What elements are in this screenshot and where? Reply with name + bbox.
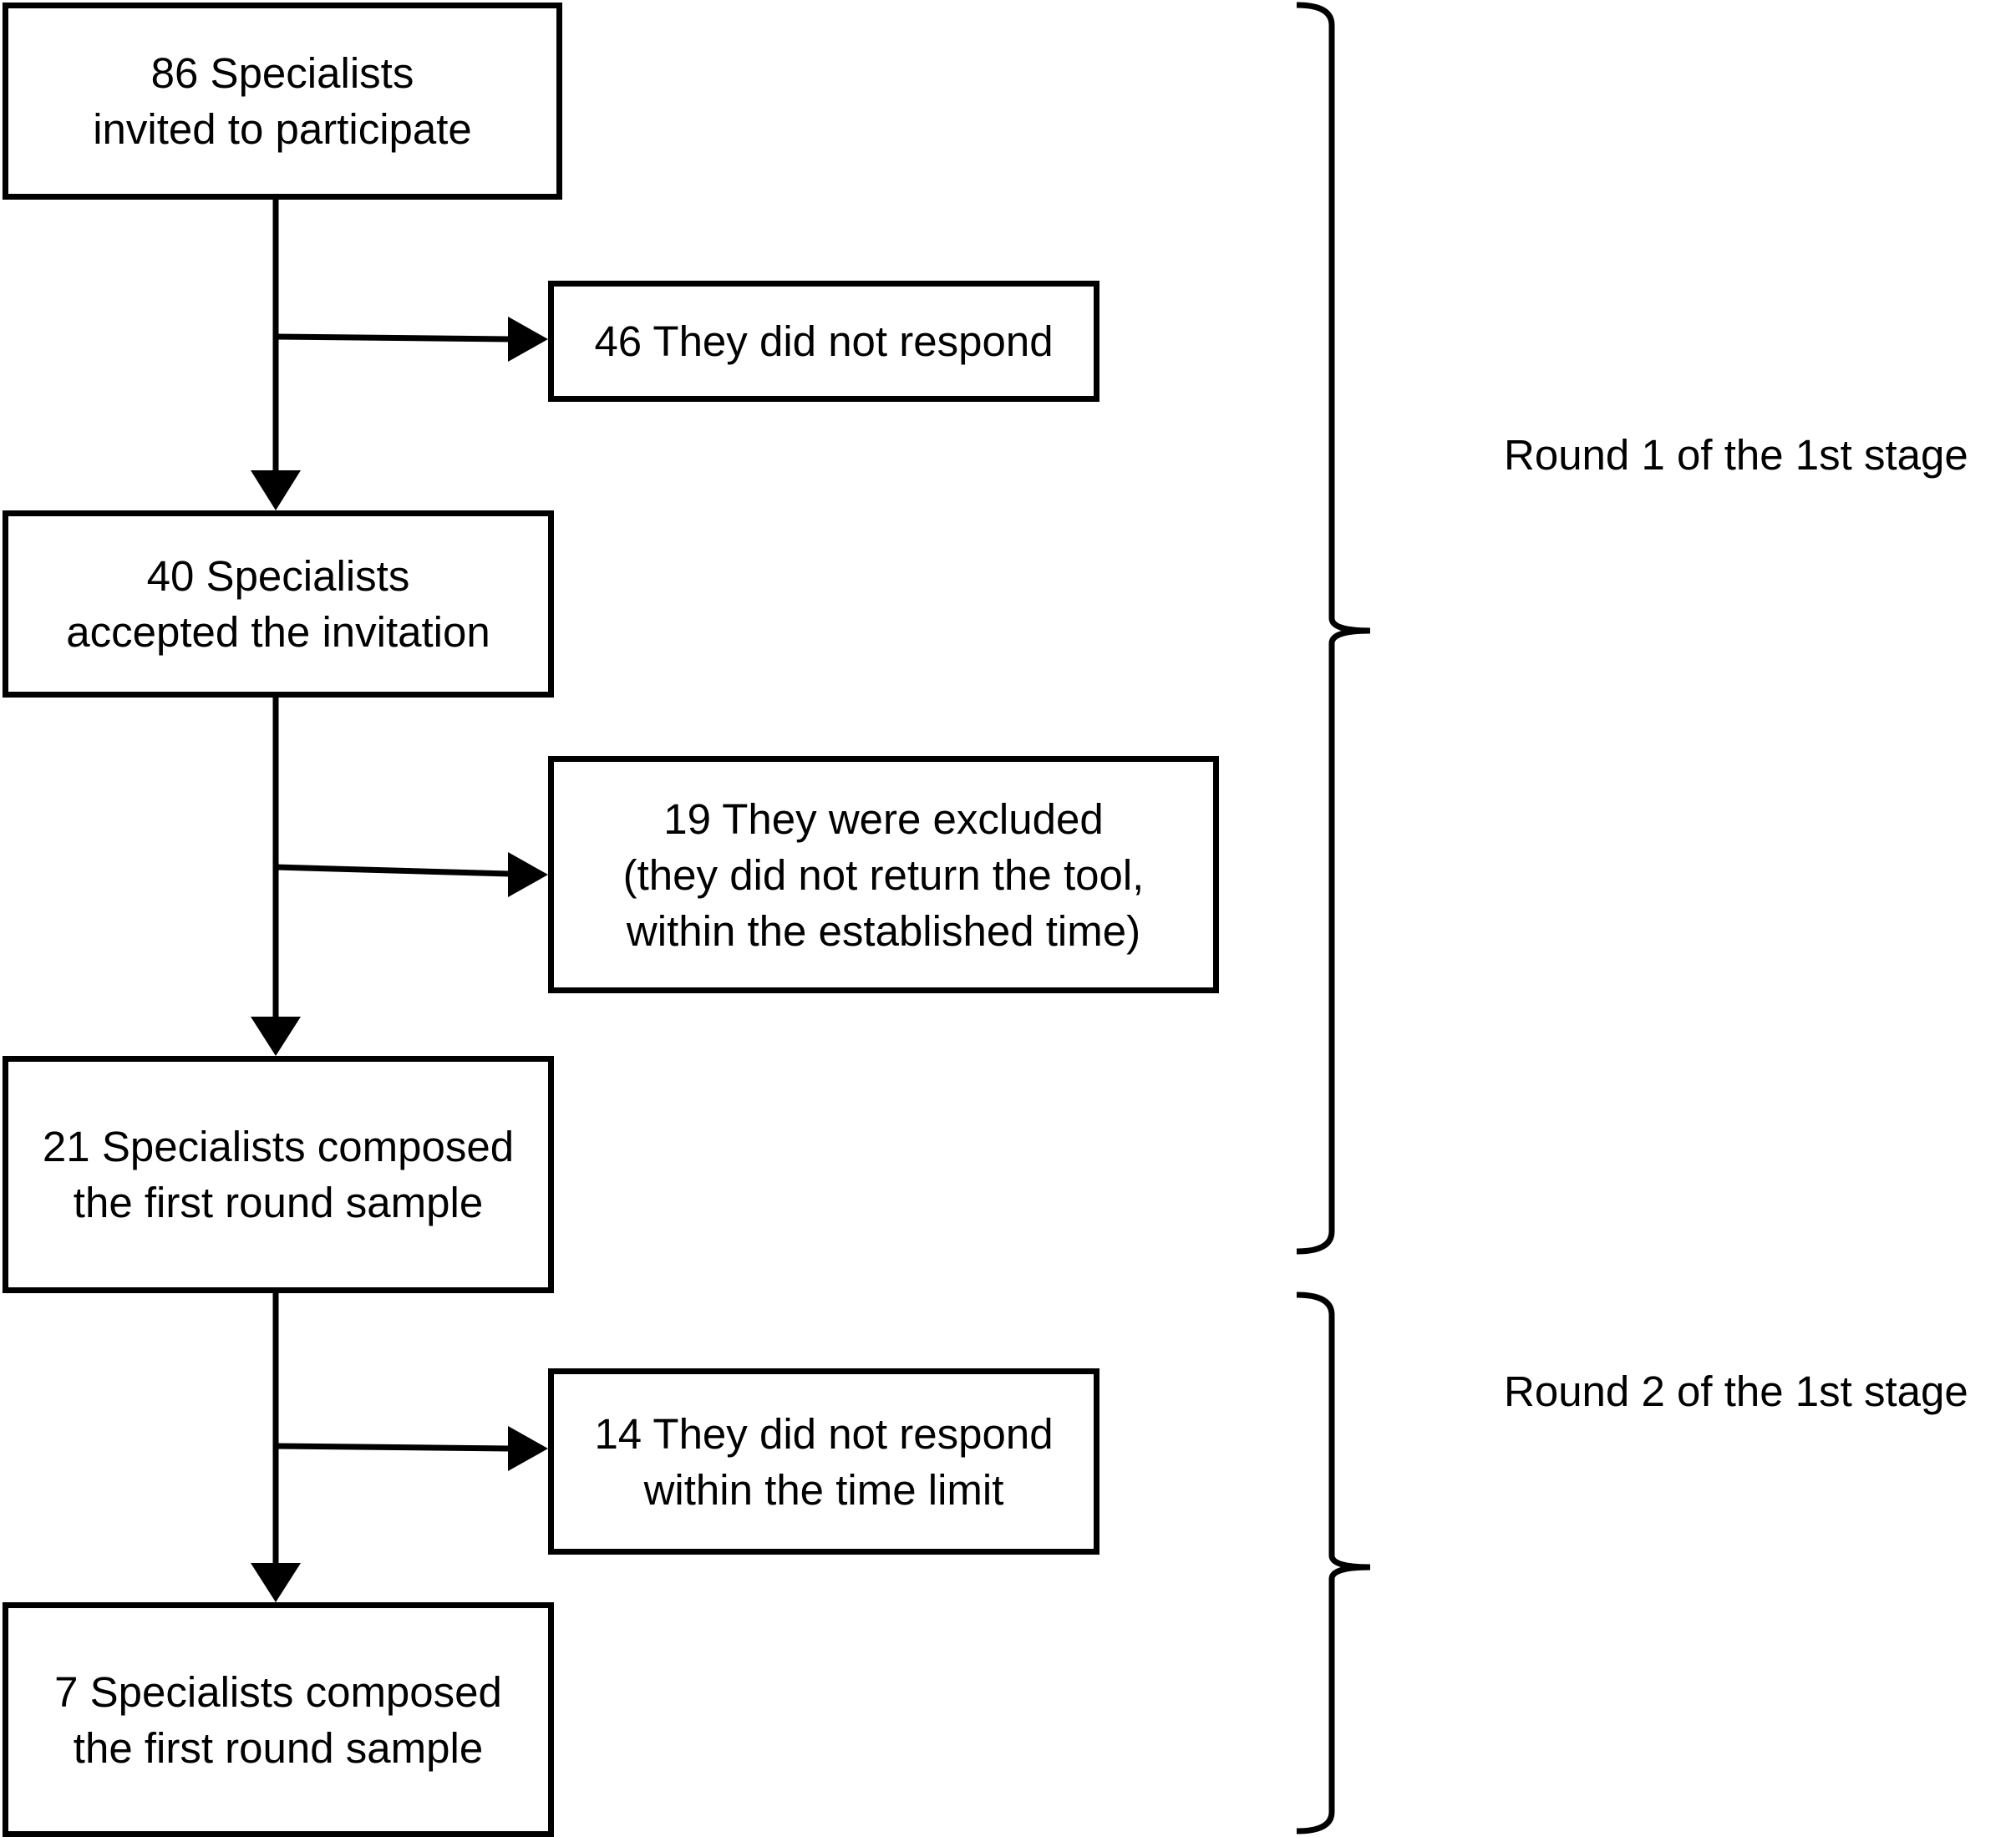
accepted-line-2: accepted the invitation (66, 608, 490, 656)
arrowhead-down-round1-sample (251, 1017, 301, 1056)
round1-sample-line-2: the first round sample (73, 1179, 484, 1226)
invited-line-1: 86 Specialists (150, 49, 414, 97)
invited-line-2: invited to participate (93, 105, 472, 153)
accepted-line-1: 40 Specialists (146, 552, 410, 600)
arrowhead-down-round2-sample (251, 1563, 301, 1602)
brace-round-2 (1296, 1291, 1371, 1834)
excluded-box: 19 They were excluded (they did not retu… (548, 756, 1219, 993)
no-response-line-1: 46 They did not respond (594, 317, 1054, 365)
excluded-line-3: within the established time) (626, 906, 1141, 955)
excluded-line-2: (they did not return the tool, (622, 850, 1145, 899)
arrowhead-right-no-response (508, 317, 548, 362)
round2-sample-line-1: 7 Specialists composed (54, 1667, 502, 1716)
round2-sample-box: 7 Specialists composed the first round s… (3, 1602, 554, 1837)
round2-sample-line-2: the first round sample (73, 1723, 484, 1772)
accepted-box: 40 Specialists accepted the invitation (3, 510, 554, 698)
connector-branch-no-response (275, 333, 510, 343)
connector-branch-excluded (275, 864, 510, 877)
no-response-time-line-1: 14 They did not respond (594, 1409, 1054, 1458)
no-response-time-box: 14 They did not respond within the time … (548, 1368, 1099, 1555)
stage-label-round-2: Round 2 of the 1st stage (1504, 1368, 1968, 1415)
excluded-line-1: 19 They were excluded (663, 794, 1104, 843)
arrowhead-right-excluded (508, 852, 548, 897)
arrowhead-down-accepted (251, 470, 301, 510)
round1-sample-line-1: 21 Specialists composed (42, 1123, 515, 1170)
round1-sample-box: 21 Specialists composed the first round … (3, 1056, 554, 1293)
connector-branch-no-response-time (275, 1443, 510, 1452)
brace-round-1 (1296, 2, 1371, 1255)
invited-box: 86 Specialists invited to participate (3, 3, 562, 200)
stage-label-round-1: Round 1 of the 1st stage (1504, 431, 1968, 479)
arrowhead-right-no-response-time (508, 1426, 548, 1471)
no-response-box: 46 They did not respond (548, 281, 1099, 402)
no-response-time-line-2: within the time limit (643, 1465, 1004, 1514)
